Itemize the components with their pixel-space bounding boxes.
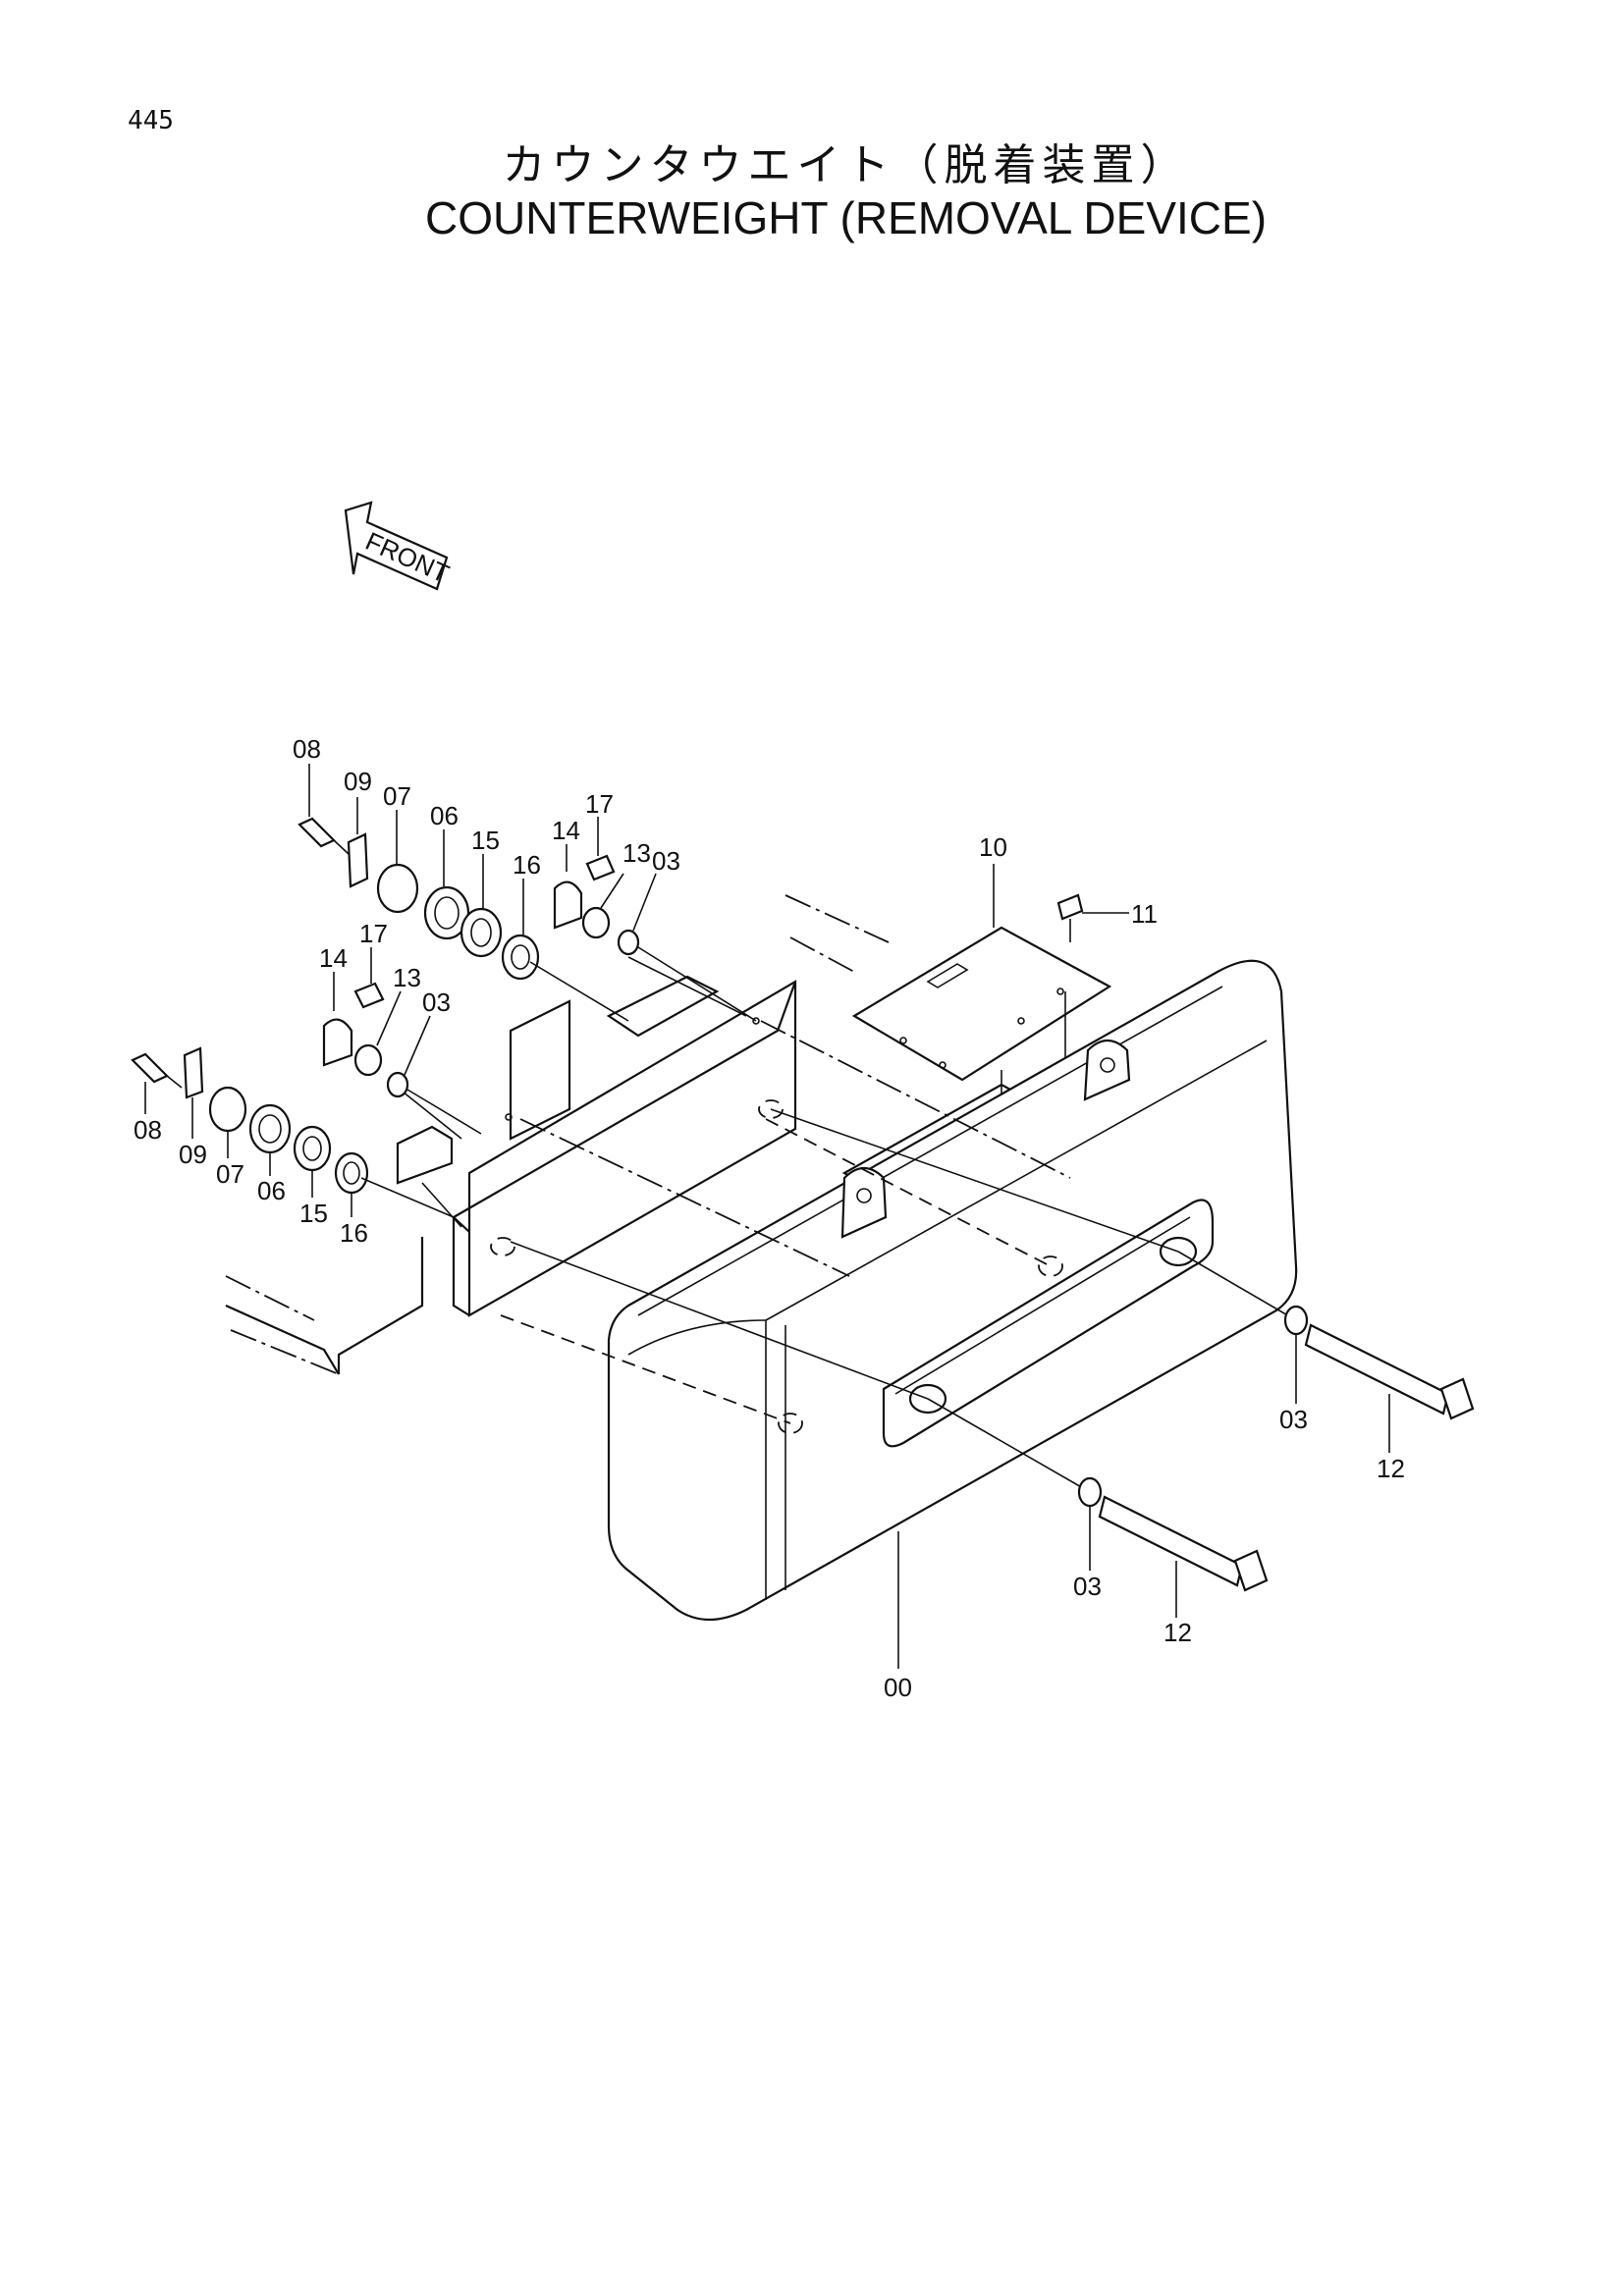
- callout-16: 16: [513, 850, 541, 880]
- callout-08: 08: [293, 734, 321, 764]
- machine-frame: [225, 894, 890, 1375]
- callout-13: 13: [393, 963, 421, 992]
- leader-lines: [144, 764, 1390, 1669]
- callout-13: 13: [622, 838, 651, 868]
- callout-14: 14: [552, 816, 580, 845]
- counterweight-body: [607, 959, 1298, 1621]
- callout-03: 03: [652, 846, 680, 876]
- callout-17: 17: [359, 919, 388, 948]
- callout-15: 15: [299, 1199, 328, 1228]
- callout-12: 12: [1377, 1454, 1405, 1483]
- callout-03: 03: [422, 988, 451, 1017]
- callout-03: 03: [1279, 1405, 1308, 1434]
- bolt-and-washer-set: [1056, 893, 1475, 1592]
- title-english: COUNTERWEIGHT (REMOVAL DEVICE): [424, 192, 1268, 243]
- callout-11: 11: [1131, 899, 1158, 929]
- lower-hardware-stack: [131, 982, 482, 1218]
- callout-15: 15: [471, 826, 500, 855]
- upper-hardware-stack: [298, 817, 757, 1022]
- callout-03: 03: [1073, 1572, 1102, 1601]
- callout-14: 14: [319, 943, 348, 973]
- callout-07: 07: [216, 1159, 244, 1189]
- callout-06: 06: [257, 1176, 286, 1205]
- callout-09: 09: [179, 1140, 207, 1169]
- front-arrow-icon: FRONT: [344, 501, 454, 591]
- assembly-lines: [387, 956, 1297, 1493]
- callout-labels: 08 09 07 06 15 16 14 17 13 03 10 11 14 1…: [134, 734, 1405, 1702]
- callout-08: 08: [134, 1115, 162, 1145]
- callout-00: 00: [884, 1673, 912, 1702]
- access-cover: [851, 926, 1112, 1082]
- title-japanese: カウンタウエイト（脱着装置）: [502, 140, 1190, 190]
- front-label: FRONT: [361, 526, 454, 589]
- callout-06: 06: [430, 801, 459, 830]
- callout-09: 09: [344, 767, 372, 796]
- callout-16: 16: [340, 1218, 368, 1248]
- callout-17: 17: [585, 789, 614, 819]
- page-number: 445: [128, 106, 174, 135]
- callout-12: 12: [1163, 1618, 1192, 1647]
- callout-10: 10: [979, 832, 1007, 862]
- callout-07: 07: [383, 781, 411, 811]
